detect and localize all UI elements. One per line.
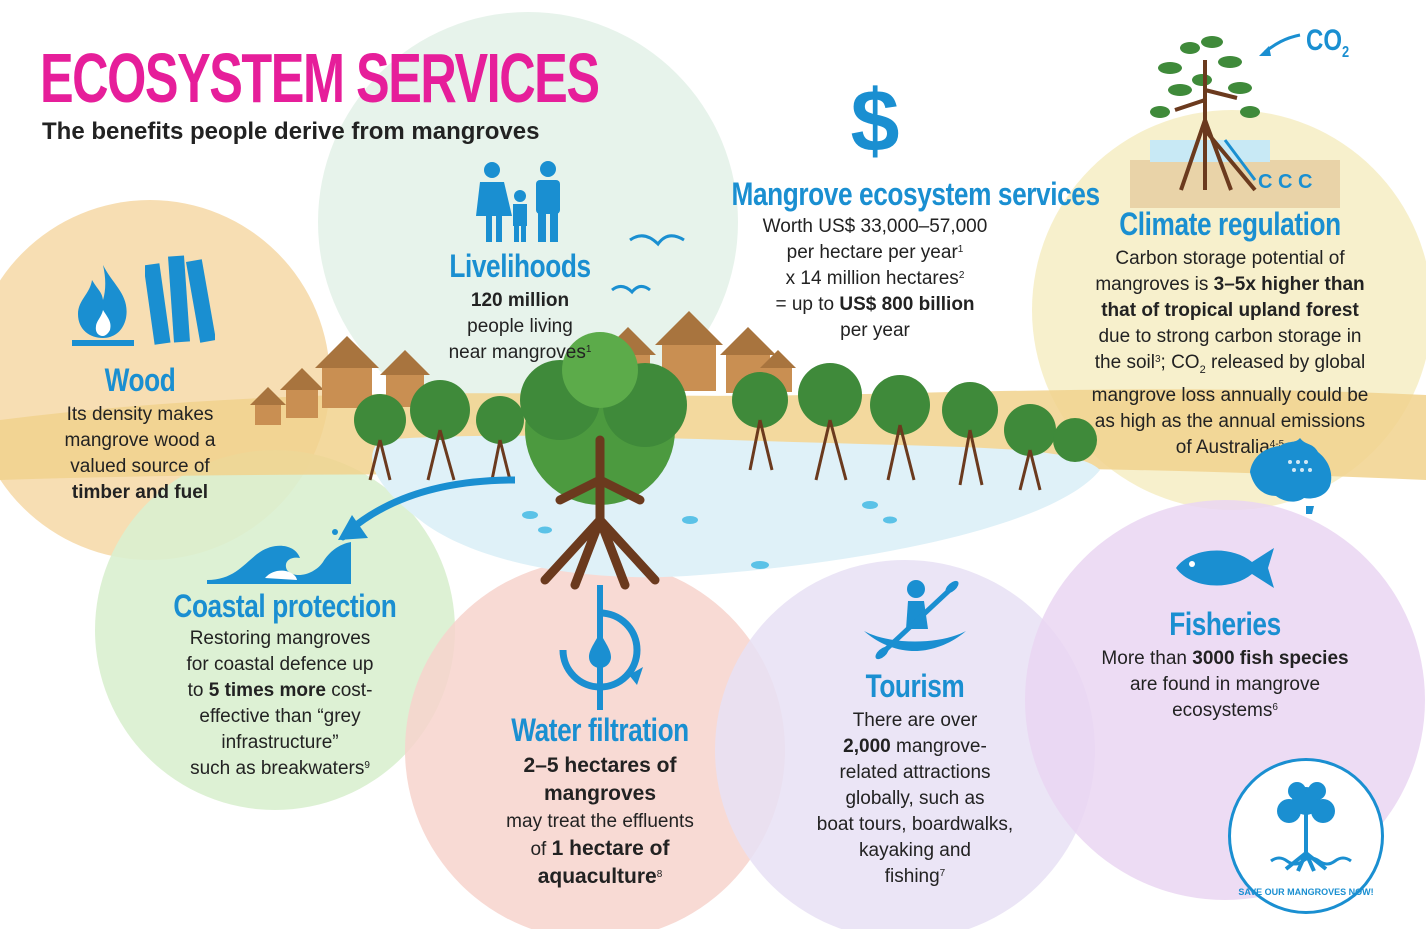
climate-heading: Climate regulation [1119, 206, 1341, 242]
coastal-heading: Coastal protection [173, 588, 397, 624]
services-heading: Mangrove ecosystem services [731, 176, 1101, 212]
fisheries-heading: Fisheries [1169, 606, 1281, 642]
services-text: Worth US$ 33,000–57,000 per hectare per … [762, 216, 988, 341]
tree-roots-background [368, 419, 1042, 491]
fire-icon [72, 265, 134, 346]
dollar-icon: $ [850, 71, 900, 170]
central-mangrove-tree [520, 332, 687, 590]
livelihoods-heading: Livelihoods [449, 248, 591, 284]
svg-text:C C C: C C C [1258, 171, 1312, 193]
coastal-circle [95, 450, 455, 810]
bird-icon [629, 234, 685, 247]
livelihoods-text: 120 million people living near mangroves… [448, 290, 592, 363]
fisheries-text: More than 3000 fish species are found in… [1101, 648, 1349, 721]
water-heading: Water filtration [511, 712, 689, 748]
co2-label: CO2 [1306, 24, 1350, 61]
page-subtitle: The benefits people derive from mangrove… [42, 118, 540, 145]
carbon-tree-icon: C C C [1130, 36, 1340, 208]
family-icon [476, 161, 560, 242]
wood-text: Its density makes mangrove wood a valued… [64, 404, 216, 503]
wood-heading: Wood [104, 362, 176, 398]
climate-text: Carbon storage potential of mangroves is… [1091, 248, 1369, 458]
wave-icon [207, 529, 351, 584]
save-mangroves-logo: SAVE OUR MANGROVES NOW! [1228, 758, 1384, 914]
co2-arrow-icon [1259, 33, 1301, 56]
water-text: 2–5 hectares of mangroves may treat the … [506, 754, 694, 888]
trees-background [354, 363, 1097, 462]
water-cycle-icon [559, 609, 643, 691]
fish-icon [1176, 548, 1274, 588]
kayak-icon [864, 580, 966, 660]
coastal-text: Restoring mangroves for coastal defence … [186, 628, 374, 779]
logo-text: SAVE OUR MANGROVES NOW! [1238, 887, 1374, 897]
australia-map-icon [1250, 438, 1332, 514]
page-title: ECOSYSTEM SERVICES [40, 39, 600, 117]
small-fish-icons [522, 501, 897, 569]
mangrove-logo-icon [1270, 782, 1352, 872]
bird-icon [611, 285, 651, 295]
tourism-text: There are over 2,000 mangrove- related a… [816, 710, 1014, 887]
tourism-heading: Tourism [865, 668, 965, 704]
arrow-to-coastal [347, 476, 516, 533]
timber-icon [145, 255, 215, 345]
